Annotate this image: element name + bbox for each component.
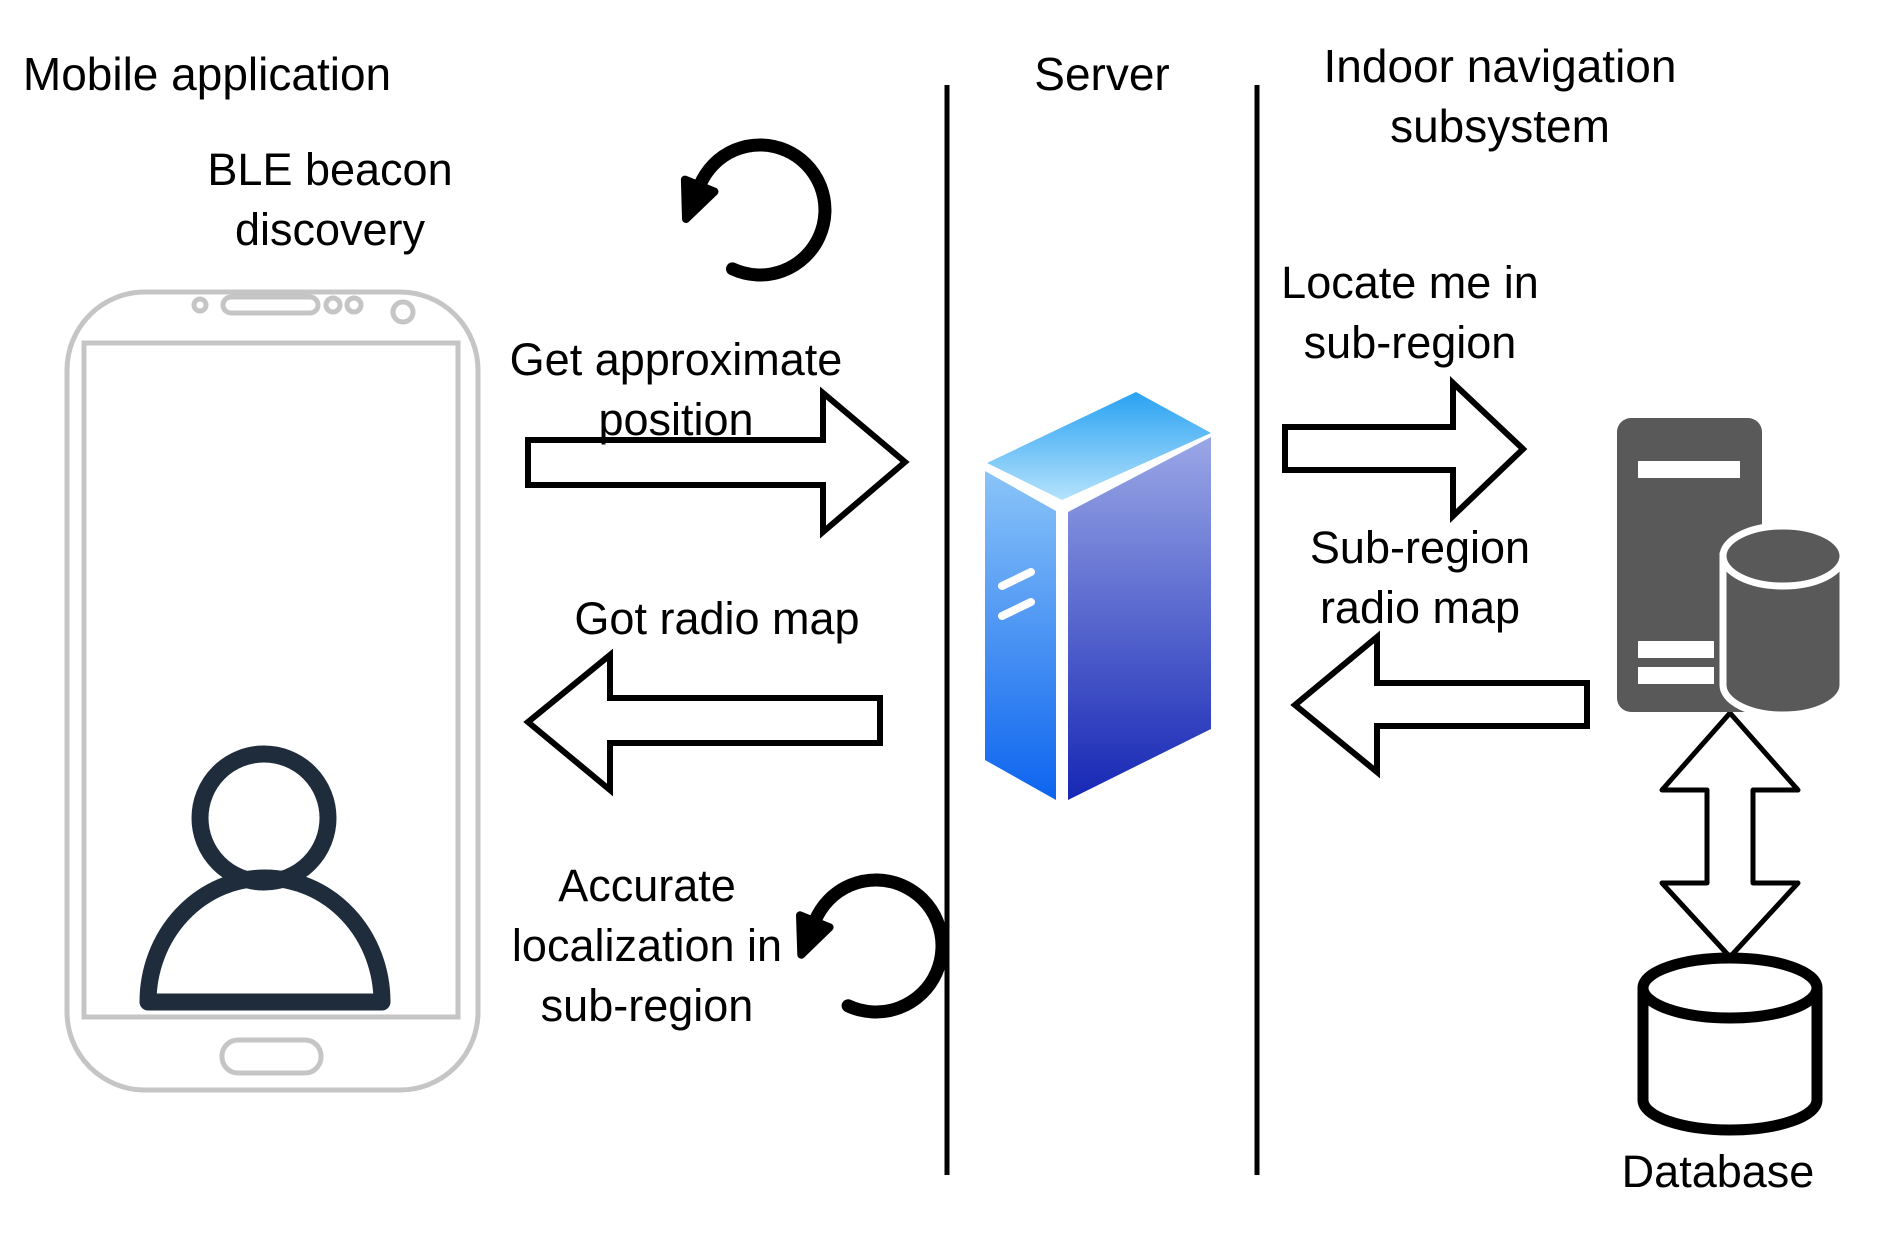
lane-title-server: Server <box>1034 48 1170 100</box>
label-accurate-localization: Accurate localization in sub-region <box>511 860 783 1031</box>
label-subregion-radio-map: Sub-region radio map <box>1309 522 1531 633</box>
arrow-left-subregion-map <box>1290 630 1590 779</box>
storage-cylinder-icon <box>1719 522 1847 719</box>
label-ble-discovery: BLE beacon discovery <box>207 144 453 255</box>
arrow-right-get-position <box>525 386 910 539</box>
database-cylinder-icon <box>1637 952 1823 1136</box>
label-database: Database <box>1621 1146 1815 1197</box>
phone-home-button <box>219 1037 324 1076</box>
smartphone-icon <box>64 289 481 1093</box>
lane-title-mobile: Mobile application <box>22 48 392 100</box>
user-icon <box>139 745 391 1011</box>
sync-loop-icon <box>680 138 832 282</box>
sync-loop-icon <box>796 873 949 1019</box>
lane-dividers <box>944 85 1260 1175</box>
label-got-radio-map: Got radio map <box>574 593 860 644</box>
label-locate-me: Locate me in sub-region <box>1281 257 1539 368</box>
phone-camera <box>390 299 416 325</box>
lane-title-indoor: Indoor navigation subsystem <box>1323 40 1677 152</box>
arrow-left-got-radio-map <box>523 648 883 797</box>
server-3d-icon <box>985 392 1211 800</box>
label-get-approximate-position: Get approximate position <box>509 334 843 445</box>
arrow-right-locate-me <box>1282 376 1528 524</box>
double-arrow-icon <box>1659 710 1801 960</box>
phone-earpiece <box>220 294 321 316</box>
